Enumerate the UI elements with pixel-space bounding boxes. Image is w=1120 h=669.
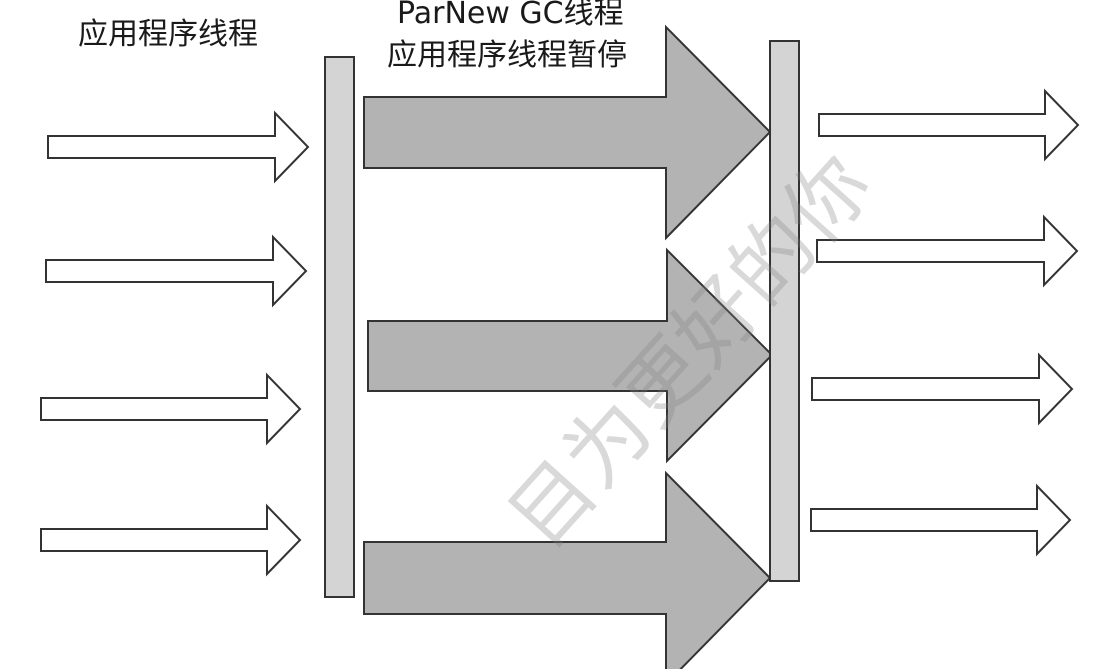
- gc-thread-arrow: [363, 470, 772, 669]
- app-thread-arrow: [45, 234, 308, 308]
- gc-threads-label: ParNew GC线程: [397, 0, 624, 31]
- pause-label: 应用程序线程暂停: [387, 38, 627, 73]
- app-thread-arrow: [40, 372, 302, 446]
- app-thread-arrow: [818, 88, 1080, 162]
- pause-end-bar: [769, 40, 800, 582]
- app-threads-label: 应用程序线程: [78, 17, 258, 52]
- app-thread-arrow: [810, 483, 1072, 557]
- gc-threads: [363, 24, 774, 669]
- app-threads-before: [40, 110, 310, 577]
- pause-start-bar: [324, 56, 355, 598]
- app-threads-after: [810, 88, 1080, 557]
- app-thread-arrow: [40, 503, 302, 577]
- gc-thread-arrow: [367, 247, 774, 464]
- app-thread-arrow: [47, 110, 310, 184]
- app-thread-arrow: [816, 214, 1079, 288]
- app-thread-arrow: [811, 352, 1074, 426]
- gc-thread-arrow: [363, 24, 772, 241]
